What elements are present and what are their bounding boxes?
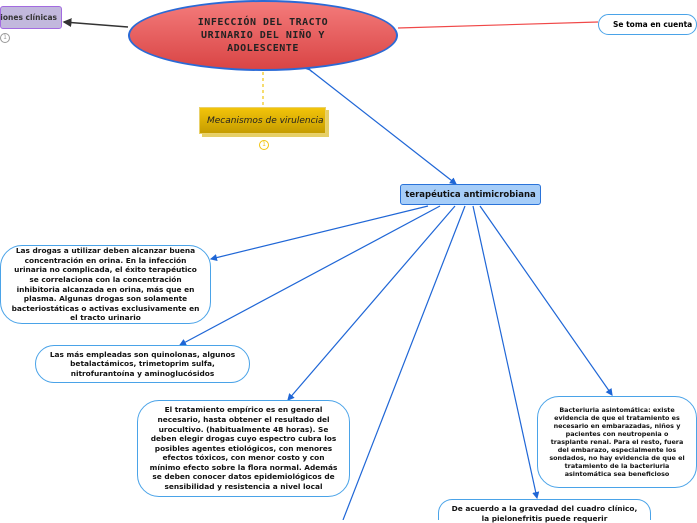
link-root-setoma: [397, 21, 599, 29]
note-text: De acuerdo a la gravedad del cuadro clín…: [451, 504, 638, 523]
link-root-clinical: [62, 18, 129, 28]
topic-virulence[interactable]: Mecanismos de virulencia: [199, 107, 326, 134]
topic-virulence-label: Mecanismos de virulencia: [207, 115, 324, 126]
note-drug-concentration[interactable]: Las drogas a utilizar deben alcanzar bue…: [0, 245, 211, 324]
link-root-therapy-start: [303, 63, 313, 73]
note-text: Bacteriuria asintomática: existe evidenc…: [549, 406, 685, 478]
topic-se-toma[interactable]: Se toma en cuenta: [598, 14, 697, 35]
note-common-drugs[interactable]: Las más empleadas son quinolonas, alguno…: [35, 345, 250, 383]
topic-clinical[interactable]: iones clínicas: [0, 6, 62, 29]
note-text: Las más empleadas son quinolonas, alguno…: [49, 349, 236, 378]
topic-therapy-label: terapéutica antimicrobiana: [405, 189, 536, 200]
collapse-badge-clinical[interactable]: 1: [0, 33, 10, 43]
note-text: Las drogas a utilizar deben alcanzar bue…: [11, 246, 200, 323]
link-therapy-note1: [209, 205, 429, 262]
note-text: El tratamiento empírico es en general ne…: [149, 405, 338, 492]
topic-se-toma-label: Se toma en cuenta: [613, 20, 693, 29]
link-root-therapy: [309, 69, 457, 185]
collapse-badge-virulence[interactable]: 1: [259, 140, 269, 150]
note-pyelonephritis[interactable]: De acuerdo a la gravedad del cuadro clín…: [438, 499, 651, 523]
link-therapy-note4: [479, 205, 613, 396]
link-therapy-offscreen: [342, 205, 466, 520]
central-topic-label: INFECCIÓN DEL TRACTO URINARIO DEL NIÑO Y…: [197, 17, 329, 54]
note-asymptomatic-bacteriuria[interactable]: Bacteriuria asintomática: existe evidenc…: [537, 396, 697, 488]
link-therapy-note5: [472, 205, 540, 500]
central-topic[interactable]: INFECCIÓN DEL TRACTO URINARIO DEL NIÑO Y…: [128, 0, 398, 71]
topic-therapy[interactable]: terapéutica antimicrobiana: [400, 184, 541, 205]
link-therapy-note3: [287, 205, 456, 401]
link-therapy-note2: [178, 205, 441, 346]
topic-clinical-label: iones clínicas: [0, 13, 57, 22]
note-empiric-treatment[interactable]: El tratamiento empírico es en general ne…: [137, 400, 350, 497]
